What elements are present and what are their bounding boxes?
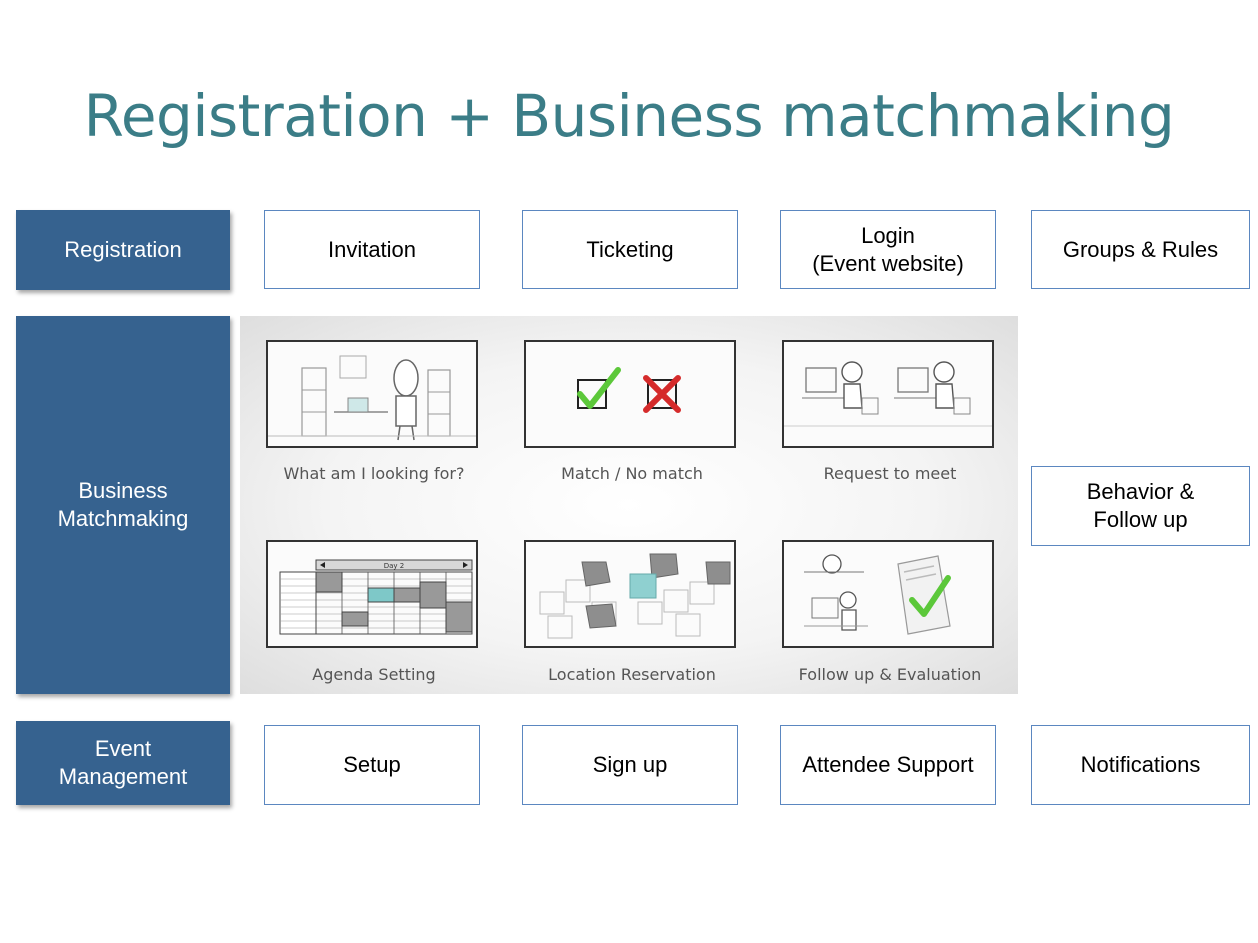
- office-person-icon: [266, 340, 478, 448]
- box-setup: Setup: [264, 725, 480, 805]
- matchmaking-illustration-panel: What am I looking for? Match / No match …: [240, 316, 1018, 694]
- step-caption-looking-for: What am I looking for?: [283, 464, 465, 483]
- page-title: Registration + Business matchmaking: [83, 82, 1175, 150]
- check-cross-icon: [524, 340, 736, 448]
- two-people-desks-icon: [782, 340, 994, 448]
- category-business-matchmaking: Business Matchmaking: [16, 316, 230, 694]
- step-caption-match: Match / No match: [561, 464, 703, 483]
- box-groups-rules: Groups & Rules: [1031, 210, 1250, 289]
- agenda-day-label: Day 2: [384, 562, 405, 570]
- step-caption-agenda: Agenda Setting: [312, 665, 436, 684]
- box-invitation: Invitation: [264, 210, 480, 289]
- step-caption-follow-up: Follow up & Evaluation: [798, 665, 982, 684]
- category-event-management: Event Management: [16, 721, 230, 805]
- step-caption-location: Location Reservation: [548, 665, 716, 684]
- box-sign-up: Sign up: [522, 725, 738, 805]
- agenda-grid-icon: Day 2: [266, 540, 478, 648]
- box-ticketing: Ticketing: [522, 210, 738, 289]
- box-login: Login (Event website): [780, 210, 996, 289]
- category-registration: Registration: [16, 210, 230, 290]
- evaluation-check-icon: [782, 540, 994, 648]
- box-notifications: Notifications: [1031, 725, 1250, 805]
- step-caption-request: Request to meet: [823, 464, 957, 483]
- box-attendee-support: Attendee Support: [780, 725, 996, 805]
- seats-layout-icon: [524, 540, 736, 648]
- box-behavior-follow-up: Behavior & Follow up: [1031, 466, 1250, 546]
